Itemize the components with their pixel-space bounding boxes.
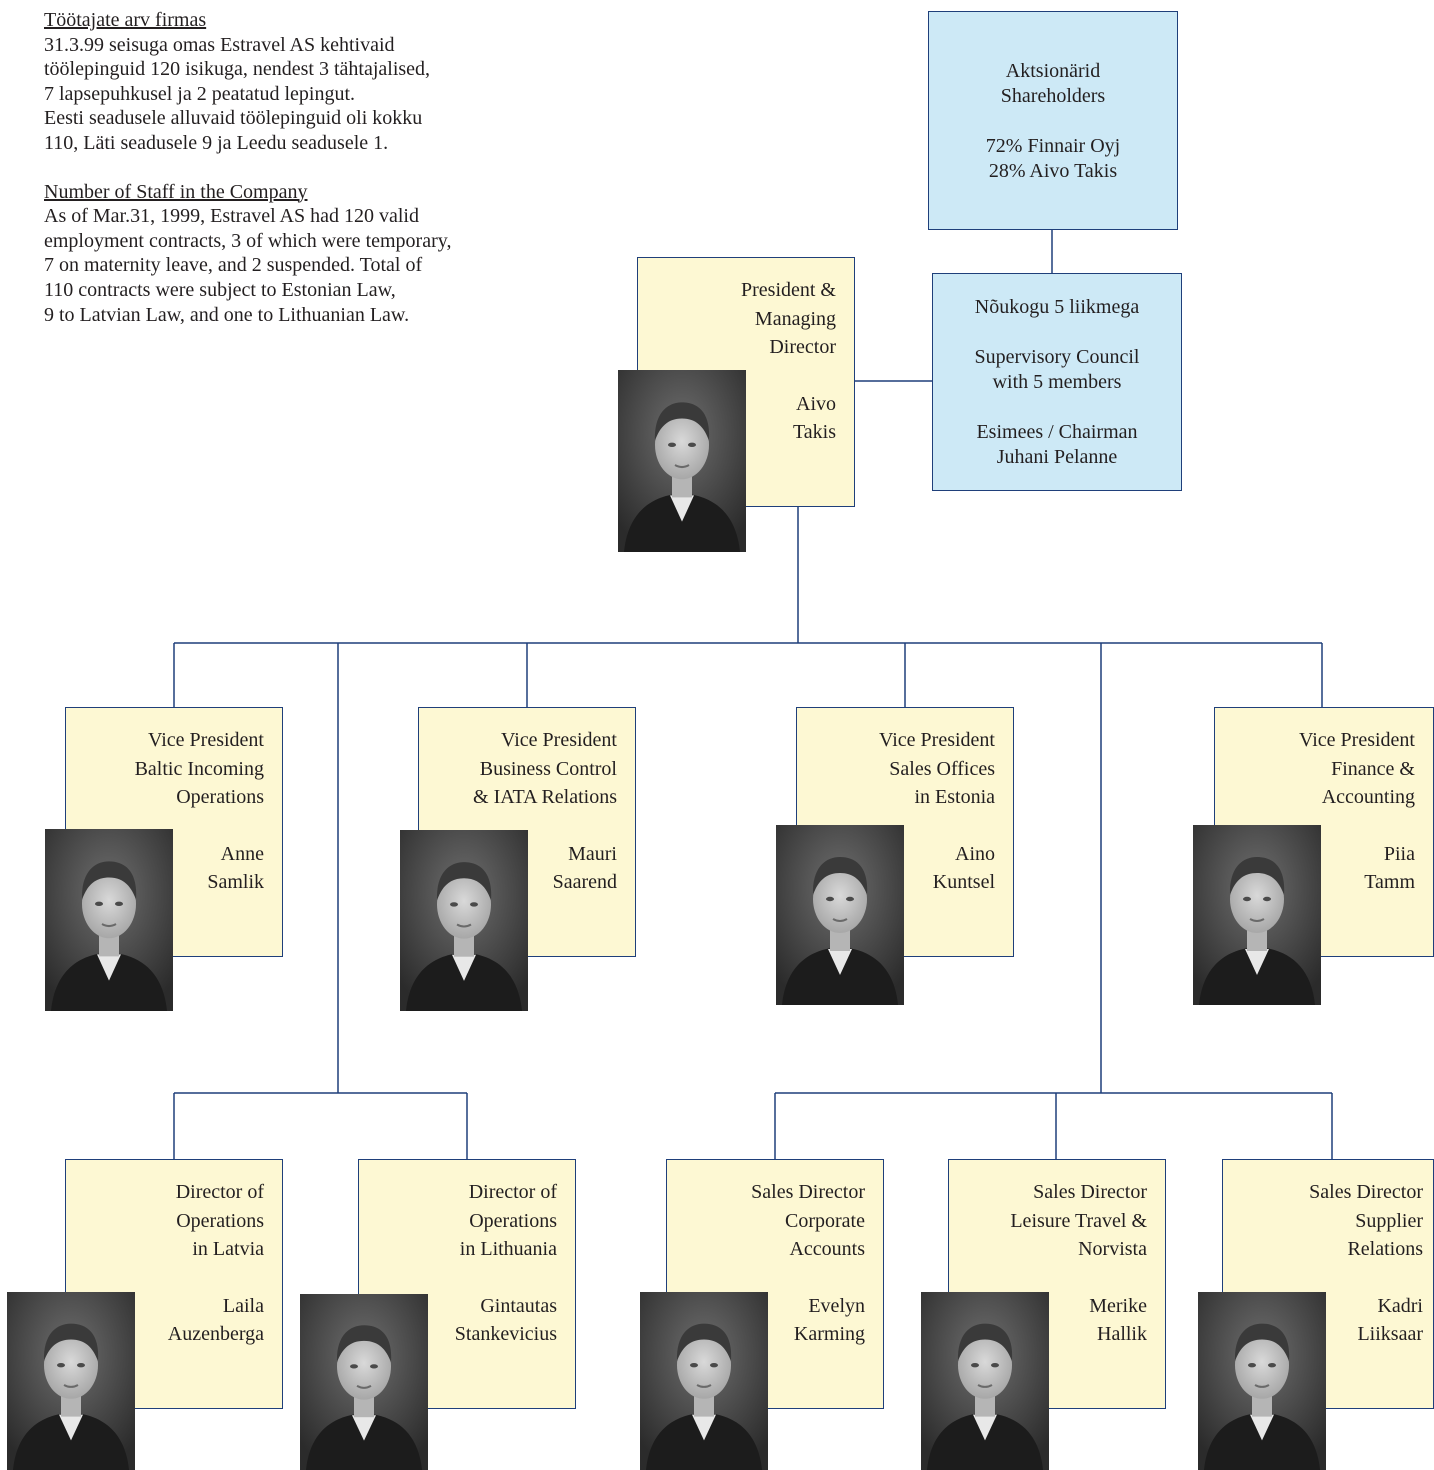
shareholder-item: 28% Aivo Takis: [988, 160, 1118, 182]
position-title: Leisure Travel &: [1010, 1209, 1147, 1232]
estonian-line: Eesti seadusele alluvaid töölepinguid ol…: [44, 107, 423, 130]
director-box-lithuania: Director of Operations in Lithuania Gint…: [358, 1159, 576, 1409]
person-name: Tamm: [1364, 871, 1415, 893]
person-name: Hallik: [1097, 1323, 1147, 1345]
person-name: Stankevicius: [454, 1323, 557, 1345]
estonian-line: 31.3.99 seisuga omas Estravel AS kehtiva…: [44, 33, 395, 56]
person-name: Liiksaar: [1357, 1323, 1423, 1345]
position-title: Vice President: [1299, 729, 1415, 751]
english-line: 7 on maternity leave, and 2 suspended. T…: [44, 254, 423, 277]
council-title-et: Nõukogu 5 liikmega: [974, 296, 1140, 318]
shareholder-item: 72% Finnair Oyj: [985, 135, 1121, 157]
position-title: in Latvia: [192, 1238, 264, 1260]
position-title: Sales Offices: [889, 757, 995, 780]
position-title: Baltic Incoming: [134, 757, 264, 780]
portrait-photo: [7, 1292, 135, 1470]
position-title: Vice President: [148, 729, 264, 751]
person-name: Mauri: [568, 842, 617, 865]
position-title: in Lithuania: [459, 1238, 557, 1260]
position-title: Director of: [468, 1181, 557, 1203]
position-title: President &: [741, 279, 836, 301]
position-title: Vice President: [879, 729, 995, 751]
intro-text: Töötajate arv firmas 31.3.99 seisuga oma…: [44, 8, 564, 327]
position-title: Corporate: [785, 1209, 865, 1232]
person-name: Laila: [222, 1294, 264, 1317]
person-name: Piia: [1383, 842, 1415, 865]
estonian-line: 110, Läti seadusele 9 ja Leedu seadusele…: [44, 131, 389, 154]
shareholders-title-et: Aktsionärid: [1005, 60, 1101, 82]
portrait-photo: [45, 829, 173, 1011]
position-title: Accounting: [1321, 786, 1415, 808]
shareholders-box: Aktsionärid Shareholders 72% Finnair Oyj…: [928, 11, 1178, 230]
portrait-photo: [1198, 1292, 1326, 1470]
position-title: Operations: [176, 786, 264, 808]
position-title: Business Control: [479, 757, 617, 780]
position-title: Operations: [176, 1209, 264, 1232]
position-title: Norvista: [1078, 1238, 1147, 1260]
position-title: Supplier: [1355, 1209, 1423, 1232]
english-heading: Number of Staff in the Company: [44, 180, 308, 203]
position-title: Sales Director: [751, 1181, 865, 1203]
person-name: Samlik: [207, 871, 264, 893]
portrait-photo: [300, 1294, 428, 1470]
person-name: Gintautas: [480, 1294, 557, 1317]
person-name: Aino: [955, 842, 995, 865]
portrait-photo: [400, 830, 528, 1011]
person-name: Auzenberga: [167, 1323, 264, 1345]
council-title-en: with 5 members: [992, 371, 1122, 393]
english-line: employment contracts, 3 of which were te…: [44, 229, 452, 252]
portrait-photo: [921, 1292, 1049, 1470]
position-title: & IATA Relations: [473, 786, 617, 808]
english-line: 110 contracts were subject to Estonian L…: [44, 278, 396, 301]
position-title: Sales Director: [1309, 1181, 1423, 1203]
estonian-line: töölepinguid 120 isikuga, nendest 3 täht…: [44, 58, 431, 81]
position-title: Operations: [469, 1209, 557, 1232]
position-title: in Estonia: [914, 786, 995, 808]
director-box-supplier: Sales Director Supplier Relations Kadri …: [1222, 1159, 1434, 1409]
position-title: Director of: [175, 1181, 264, 1203]
estonian-line: 7 lapsepuhkusel ja 2 peatatud lepingut.: [44, 82, 356, 105]
person-name: Kadri: [1377, 1294, 1423, 1317]
position-title: Sales Director: [1033, 1181, 1147, 1203]
person-name: Evelyn: [808, 1294, 865, 1317]
english-line: 9 to Latvian Law, and one to Lithuanian …: [44, 303, 410, 326]
portrait-photo: [1193, 825, 1321, 1005]
person-name: Anne: [220, 842, 264, 865]
portrait-photo: [640, 1292, 768, 1470]
council-chair-label: Esimees / Chairman: [976, 421, 1138, 443]
position-title: Managing: [754, 307, 836, 330]
person-name: Saarend: [552, 871, 617, 893]
person-name: Merike: [1089, 1294, 1147, 1317]
position-title: Director: [769, 336, 836, 358]
position-title: Finance &: [1331, 757, 1415, 780]
position-title: Relations: [1347, 1238, 1423, 1260]
person-name: Aivo: [796, 392, 836, 415]
person-name: Takis: [792, 421, 836, 443]
portrait-photo: [776, 825, 904, 1005]
supervisory-council-box: Nõukogu 5 liikmega Supervisory Council w…: [932, 273, 1182, 491]
council-title-en: Supervisory Council: [974, 346, 1140, 368]
person-name: Karming: [793, 1323, 865, 1345]
english-line: As of Mar.31, 1999, Estravel AS had 120 …: [44, 205, 419, 228]
council-chair-name: Juhani Pelanne: [996, 446, 1118, 468]
person-name: Kuntsel: [932, 871, 995, 893]
portrait-photo: [618, 370, 746, 552]
estonian-heading: Töötajate arv firmas: [44, 9, 207, 31]
position-title: Vice President: [501, 729, 617, 751]
shareholders-title-en: Shareholders: [1000, 85, 1106, 107]
position-title: Accounts: [789, 1238, 865, 1260]
